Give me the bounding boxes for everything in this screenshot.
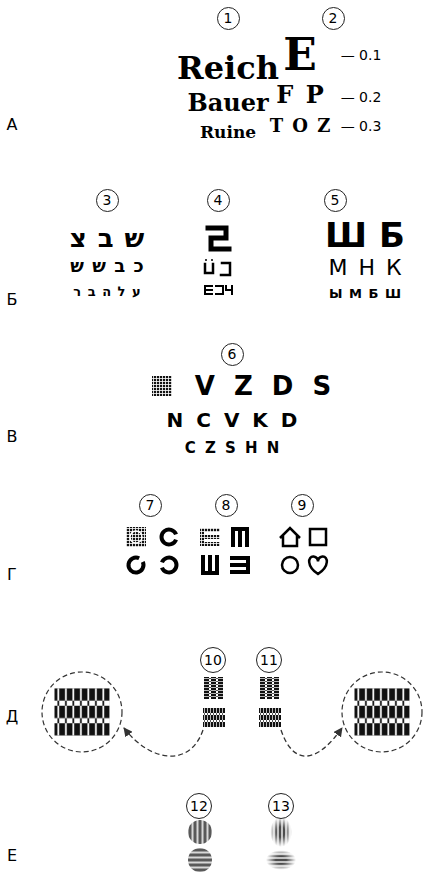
callout-text: 6: [228, 347, 237, 361]
snellen-letter: F P: [276, 83, 323, 107]
callout-text: 10: [204, 653, 222, 667]
lea-symbols: [280, 528, 327, 574]
grating-square: [152, 376, 172, 396]
callout-text: 8: [222, 498, 231, 512]
hebrew-optotype: ש ב צ: [70, 225, 145, 251]
callout-number: 10: [200, 647, 226, 673]
callout-text: 3: [103, 193, 112, 207]
snellen-letter: T O Z: [270, 117, 331, 135]
cyrillic-optotype: М Н К: [328, 257, 401, 279]
callout-text: 5: [331, 193, 340, 207]
tumbling-e: [200, 527, 250, 575]
gothic-word: Bauer: [187, 91, 268, 115]
callout-number: 7: [139, 494, 162, 517]
callout-text: 1: [224, 11, 233, 25]
row-letter: В: [7, 429, 18, 445]
landolt-rings: [125, 527, 176, 576]
callout-number: 3: [96, 189, 119, 212]
row-letter: А: [7, 117, 18, 133]
callout-number: 1: [217, 7, 240, 30]
row-letter: Д: [6, 709, 19, 725]
callout-text: 2: [329, 11, 338, 25]
callout-number: 4: [207, 189, 230, 212]
sloan-letter: V Z D S: [195, 373, 331, 399]
callout-number: 12: [186, 793, 212, 819]
callout-text: 9: [298, 498, 307, 512]
callout-text: 12: [190, 799, 208, 813]
grating-optotypes: [203, 677, 281, 727]
snellen-letter: E: [283, 33, 317, 77]
magnified-view: [42, 672, 422, 756]
gothic-word: Reich: [177, 52, 279, 84]
cyrillic-optotype: Ш Б: [325, 218, 405, 252]
symbol-optotypes: [205, 228, 232, 294]
callout-number: 2: [322, 7, 345, 30]
callout-number: 11: [256, 647, 282, 673]
callout-number: 8: [215, 494, 238, 517]
gothic-word: Ruine: [200, 124, 256, 141]
cyrillic-optotype: Ы М Б Ш: [329, 287, 401, 300]
acuity-value: — 0.2: [341, 90, 382, 104]
sloan-letter: C Z S H N: [185, 441, 280, 456]
gabor-patches: [188, 812, 300, 873]
callout-number: 13: [268, 793, 294, 819]
callout-text: 13: [272, 799, 290, 813]
acuity-value: — 0.3: [341, 119, 382, 133]
callout-number: 5: [324, 189, 347, 212]
callout-number: 6: [221, 343, 244, 366]
callout-number: 9: [291, 494, 314, 517]
callout-text: 7: [146, 498, 155, 512]
acuity-value: — 0.1: [341, 48, 382, 62]
row-letter: Г: [7, 567, 17, 583]
callout-text: 11: [260, 653, 278, 667]
callout-text: 4: [214, 193, 223, 207]
sloan-letter: N C V K D: [167, 410, 298, 430]
row-letter: Б: [7, 292, 18, 308]
hebrew-optotype: ע ל ה ב ר: [73, 285, 140, 298]
row-letter: Е: [7, 848, 17, 864]
hebrew-optotype: כ ב ש ש: [70, 257, 143, 275]
